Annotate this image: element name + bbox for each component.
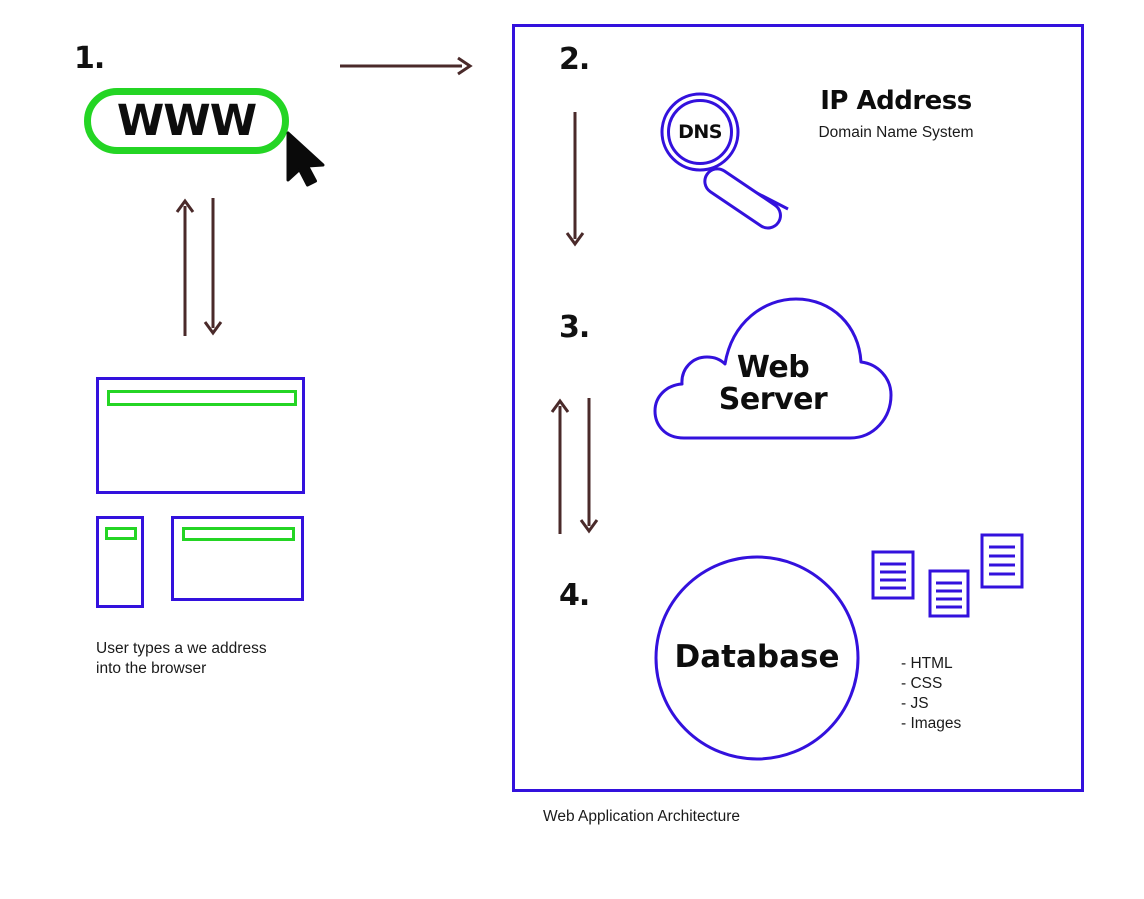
asset-list-item-html: - HTML (901, 655, 953, 672)
arrow-client-up (172, 198, 198, 336)
arrow-request-to-panel (340, 54, 473, 78)
dns-badge-label: DNS (678, 121, 722, 143)
ip-address-subtitle: Domain Name System (818, 124, 974, 141)
step-number-3: 3. (559, 310, 590, 345)
database-label: Database (674, 639, 840, 675)
arrow-dns-down (562, 112, 588, 247)
client-caption: User types a we address into the browser (96, 640, 267, 677)
browser-address-bar-mobile[interactable] (105, 527, 137, 540)
www-pill[interactable] (84, 88, 289, 154)
magnifying-glass-icon (648, 78, 808, 230)
arrow-server-up (547, 398, 573, 534)
document-icon (980, 533, 1024, 589)
cloud-icon (652, 296, 894, 442)
step-number-1: 1. (74, 41, 105, 76)
asset-list-item-js: - JS (901, 695, 929, 712)
browser-address-bar-tablet[interactable] (182, 527, 295, 541)
step-number-4: 4. (559, 578, 590, 613)
asset-list: - HTML - CSS - JS - Images (901, 654, 961, 734)
asset-list-item-css: - CSS (901, 675, 943, 692)
diagram-title: Web Application Architecture (543, 808, 741, 825)
web-server-label: Web Server (718, 350, 828, 418)
step-number-2: 2. (559, 42, 590, 77)
document-icon (871, 550, 915, 600)
browser-window-desktop[interactable] (96, 377, 305, 494)
mouse-pointer-icon (286, 131, 334, 187)
ip-address-title: IP Address (820, 86, 972, 116)
arrow-server-down (576, 398, 602, 534)
browser-window-mobile[interactable] (96, 516, 144, 608)
browser-address-bar[interactable] (107, 390, 297, 406)
www-label: WWW (116, 96, 257, 146)
circle-icon (654, 555, 860, 761)
asset-list-item-images: - Images (901, 715, 962, 732)
arrow-client-down (200, 198, 226, 336)
document-icon (928, 569, 970, 618)
browser-window-tablet[interactable] (171, 516, 304, 601)
